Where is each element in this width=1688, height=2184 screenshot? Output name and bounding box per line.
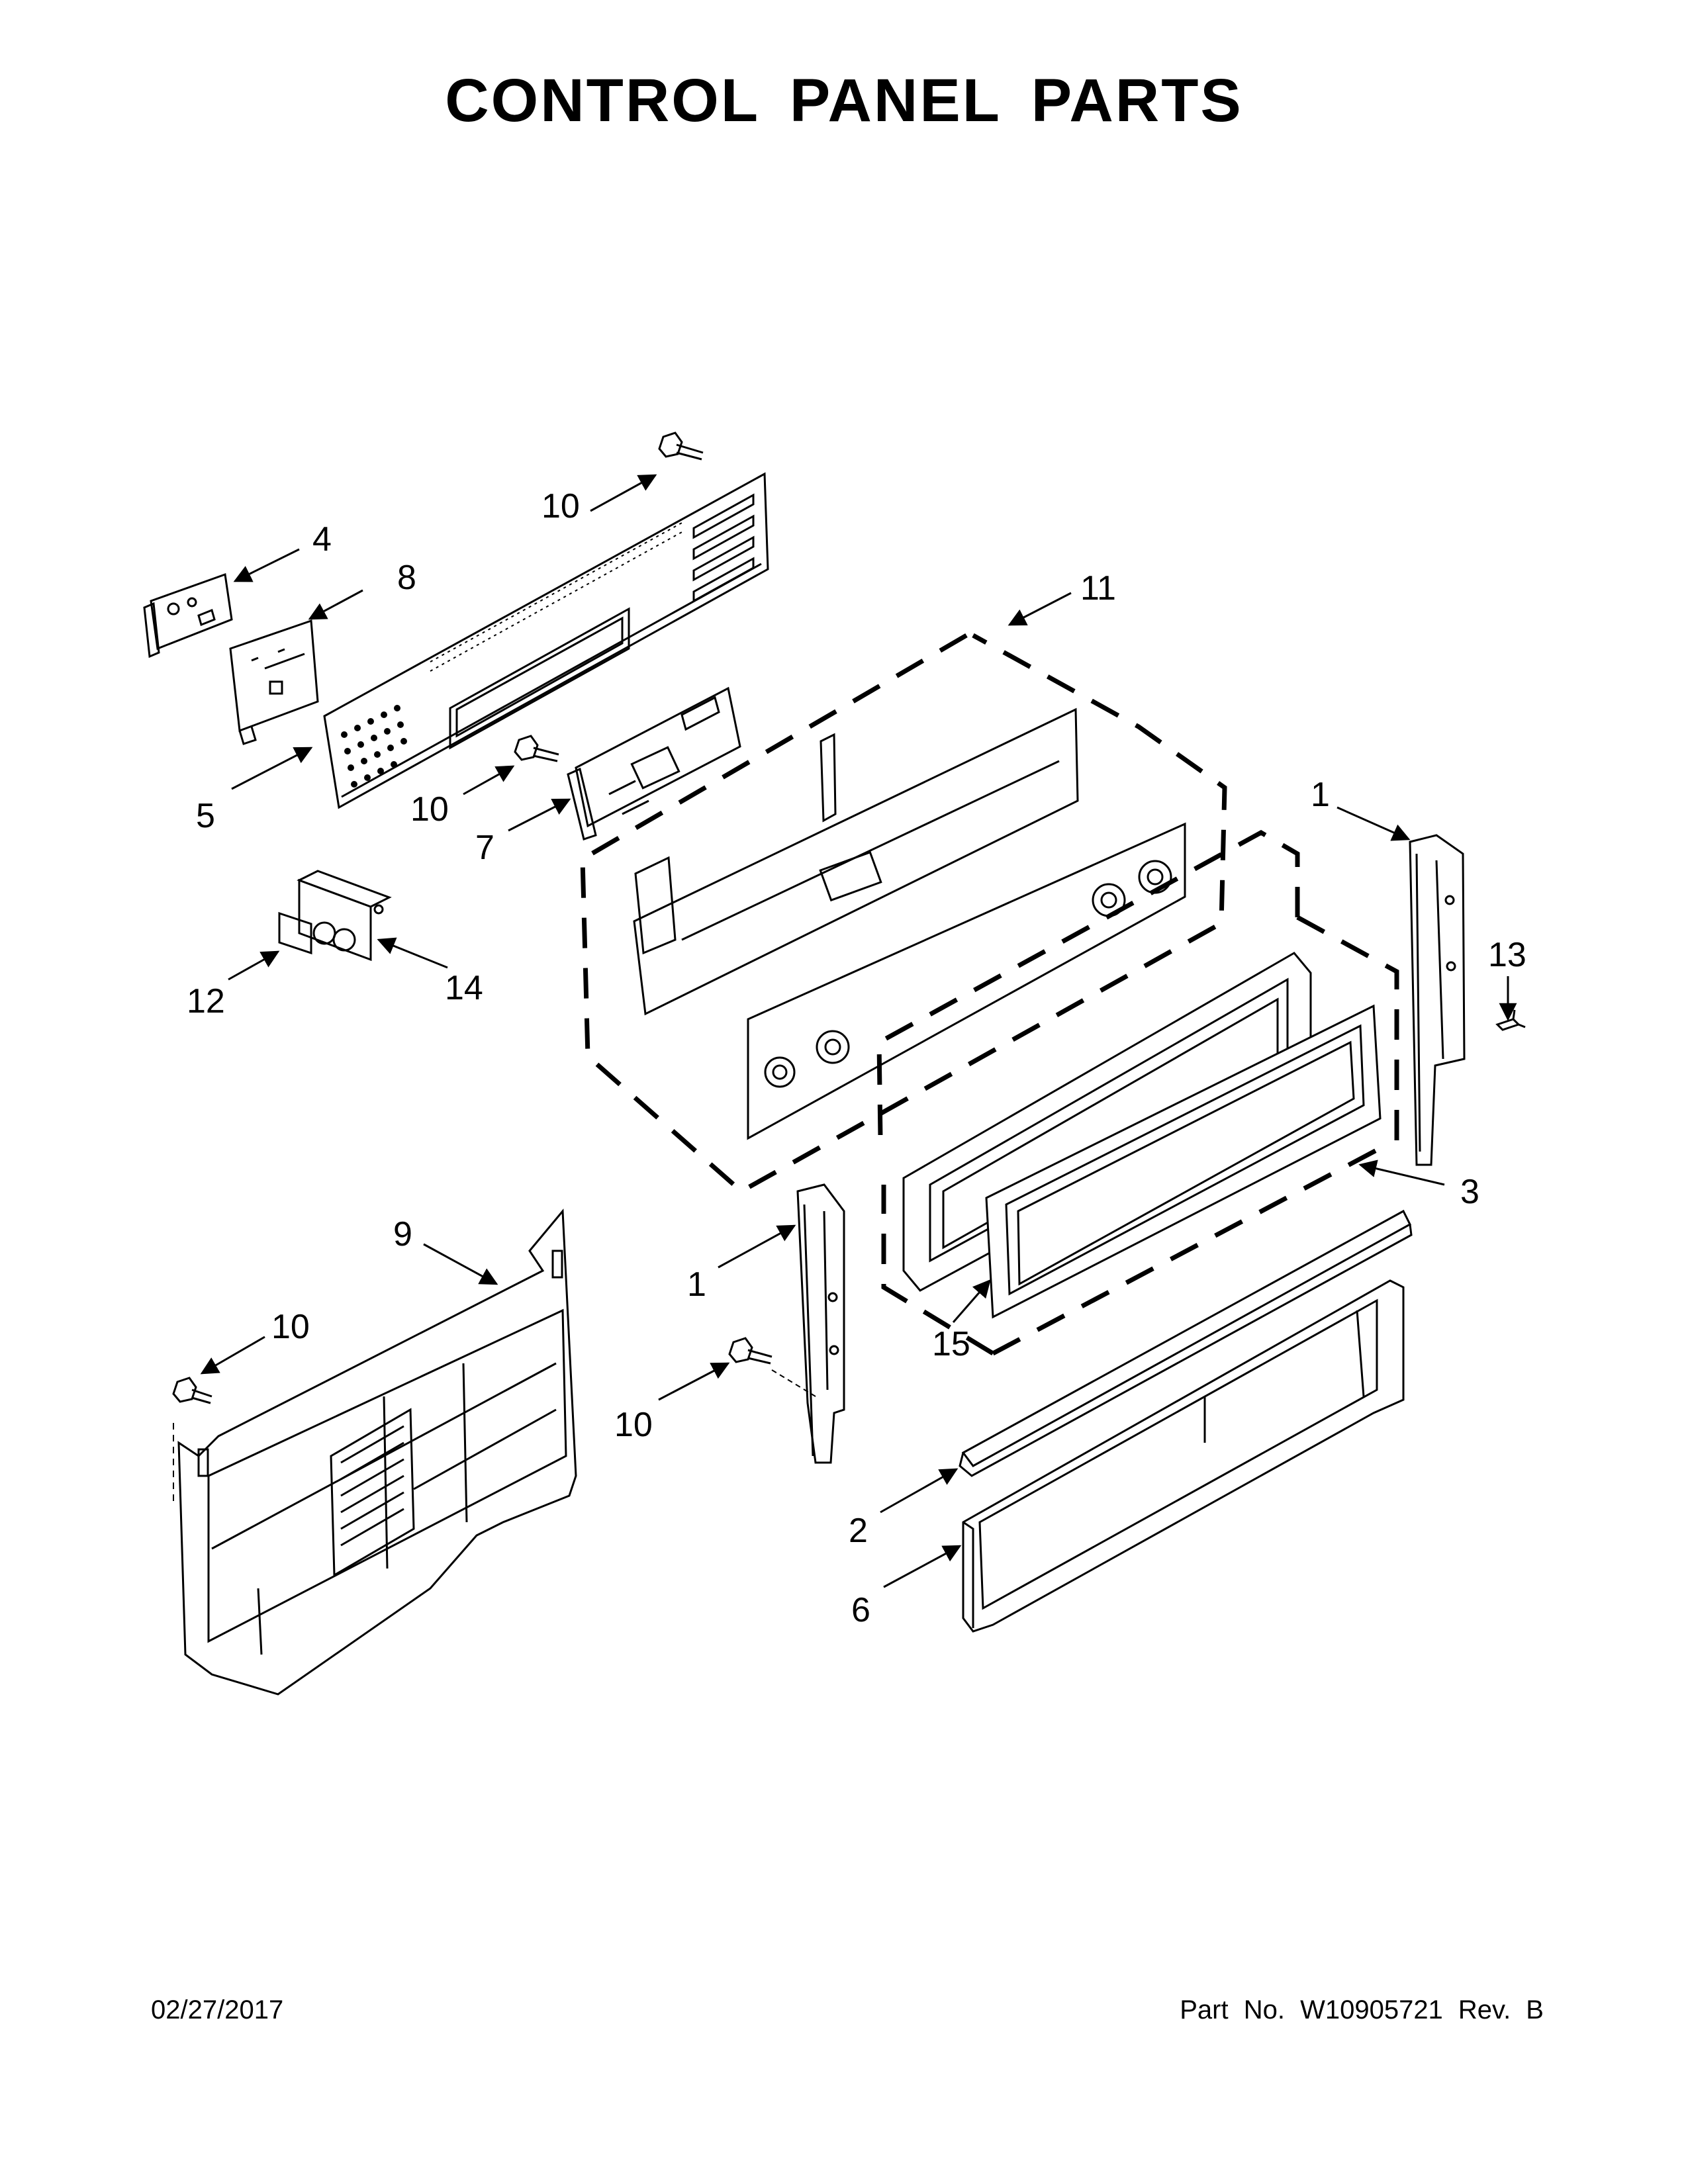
callout-8: 8 <box>397 559 416 597</box>
part-1-side-bracket-right <box>1409 834 1466 1166</box>
document-part-number: Part No. W10905721 Rev. B <box>1180 1995 1544 2025</box>
part-6-lower-bracket <box>962 1279 1405 1633</box>
part-5-upper-control-panel <box>323 472 769 809</box>
part-11-console-assembly-group <box>580 633 1227 1195</box>
part-10-screw-lower <box>728 1337 816 1397</box>
callout-10-top: 10 <box>541 487 580 525</box>
callout-2: 2 <box>849 1512 868 1550</box>
part-10-screw-mid <box>514 735 559 762</box>
part-13-clip <box>1495 1009 1526 1031</box>
callout-1-mid: 1 <box>687 1265 706 1304</box>
callout-11: 11 <box>1080 569 1116 608</box>
callout-15: 15 <box>932 1325 970 1363</box>
part-4-control-board <box>143 572 233 659</box>
callout-7: 7 <box>475 829 494 867</box>
leader-lines <box>200 474 1517 1588</box>
callout-5: 5 <box>196 797 215 835</box>
callout-6: 6 <box>851 1591 870 1629</box>
part-2-channel <box>959 1209 1413 1477</box>
callout-9: 9 <box>393 1215 412 1253</box>
callout-12: 12 <box>187 982 225 1021</box>
part-8-bracket <box>229 619 319 745</box>
part-9-rear-cover <box>177 1208 577 1696</box>
callout-14: 14 <box>445 969 483 1007</box>
document-date: 02/27/2017 <box>151 1995 284 2025</box>
callout-3: 3 <box>1460 1173 1479 1211</box>
part-7-display-control <box>567 686 741 841</box>
part-3-trim-group <box>876 829 1399 1356</box>
part-15-trim-frames <box>902 952 1382 1319</box>
callout-4: 4 <box>312 520 332 559</box>
part-12-14-switch-assembly <box>278 870 392 962</box>
callout-labels: 10 4 8 11 5 10 7 1 13 12 14 3 9 1 15 10 … <box>187 487 1526 1629</box>
knob-cutouts <box>764 860 1172 1088</box>
part-1-side-bracket-mid <box>796 1183 845 1464</box>
callout-10-left: 10 <box>271 1308 310 1346</box>
part-10-screw-left <box>172 1377 212 1502</box>
callout-10-bottom: 10 <box>614 1406 653 1444</box>
part-10-screw-top <box>658 432 704 461</box>
callout-1-right: 1 <box>1311 776 1330 814</box>
callout-10-mid: 10 <box>410 790 449 829</box>
callout-13: 13 <box>1488 936 1526 974</box>
page-title: CONTROL PANEL PARTS <box>445 67 1243 134</box>
